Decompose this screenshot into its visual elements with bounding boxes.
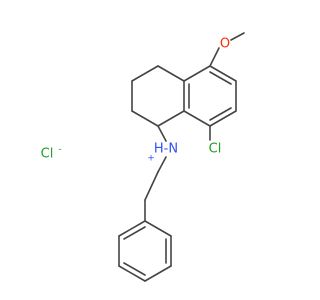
bond-ch2-ch2 [144,171,159,201]
structure-canvas: O Cl H‑N + Cl - [41,32,245,282]
chloride-ion-label: Cl [41,147,54,162]
methoxy-group [209,32,245,67]
bond-n-ch2 [157,156,167,173]
bond-o-aryl [209,47,220,67]
bond-ph-4-inner [123,262,146,276]
bond-ar-6 [183,65,211,82]
phenyl-ring [118,220,172,282]
bond-methyl-o [230,32,245,41]
aromatic-ring [183,65,237,127]
bond-sat-1 [157,65,185,82]
ammonium-label: H‑N [154,142,178,157]
bond-c-n [157,125,167,142]
bond-ph-6-inner [123,226,146,240]
bond-sat-4 [131,110,159,127]
bond-ar-4 [183,110,211,127]
bond-ar-1-inner [209,71,232,85]
bond-ph-1 [144,220,172,237]
bond-sat-5 [157,110,185,127]
chloride-charge: - [58,145,61,155]
bond-ph-6 [118,220,146,237]
oxygen-label: O [220,37,230,52]
molecule-drawing: O Cl H‑N + Cl - [41,32,245,282]
bond-ph-3 [144,265,172,282]
bond-ar-3 [209,110,237,127]
saturated-ring [131,65,185,127]
aryl-chlorine-label: Cl [209,142,222,157]
bond-ar-1 [209,65,237,82]
bond-ph-4 [118,265,146,282]
bond-sat-2 [131,65,159,82]
bond-ar-3-inner [209,107,232,121]
ammonium-charge: + [147,154,155,164]
